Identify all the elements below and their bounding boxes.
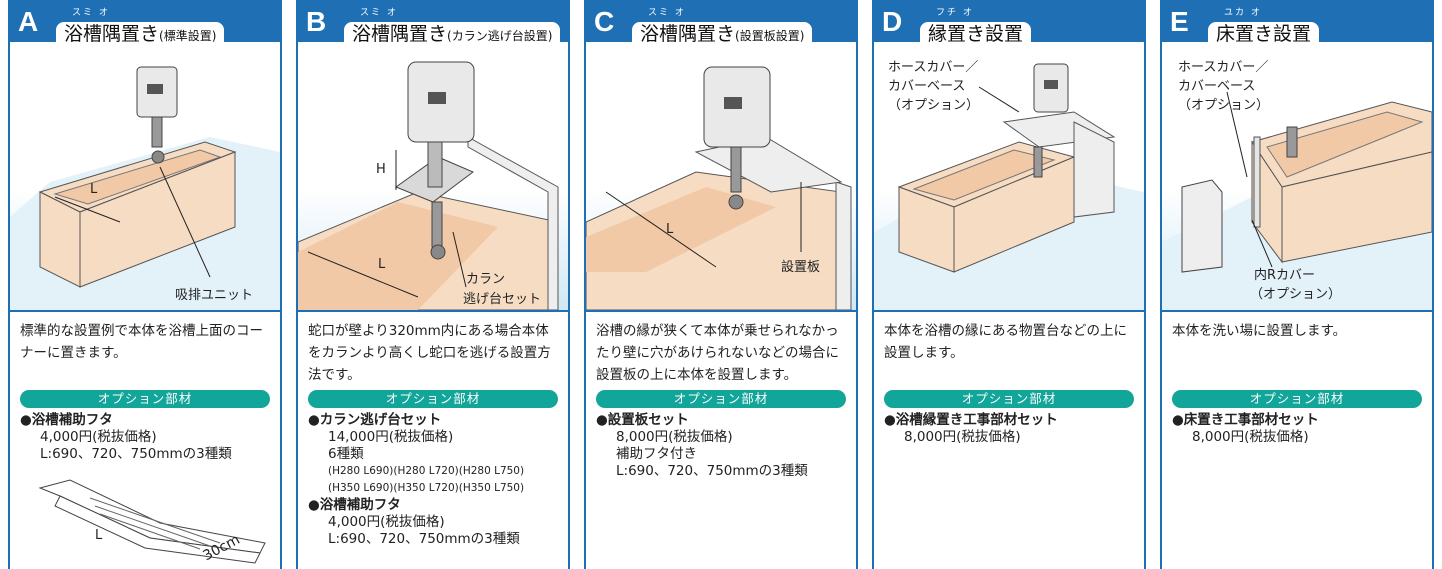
title-main: 縁置き設置 bbox=[928, 23, 1024, 45]
hose-cover-label: カバーベース bbox=[1178, 79, 1256, 94]
option-header: オプション部材 bbox=[20, 390, 270, 408]
option-name: ●設置板セット bbox=[596, 412, 689, 428]
panel-title: 浴槽隅置き(標準設置) bbox=[54, 20, 227, 46]
option-variants: 6種類 bbox=[328, 446, 364, 462]
option-list: ●設置板セット 8,000円(税抜価格) 補助フタ付き L:690、720、75… bbox=[596, 412, 852, 480]
title-main: 浴槽隅置き bbox=[352, 23, 448, 45]
illustration-d: ホースカバー／ カバーベース （オプション） bbox=[874, 42, 1144, 312]
illustration-a: L 吸排ユニット bbox=[10, 42, 280, 312]
option-price: 14,000円(税抜価格) bbox=[328, 429, 454, 445]
panel-a: A スミ オ 浴槽隅置き(標準設置) L 吸排ユニット 標準的な設置例で本体を浴… bbox=[8, 0, 282, 569]
dimension-l-label: L bbox=[90, 182, 98, 197]
hose-cover-label: ホースカバー／ bbox=[888, 60, 979, 75]
board-label: 設置板 bbox=[781, 260, 821, 275]
panel-letter: C bbox=[594, 6, 615, 37]
karan-label: カラン bbox=[466, 272, 506, 287]
bathtub-illustration bbox=[10, 66, 280, 310]
hose-cover-label: カバーベース bbox=[888, 79, 966, 94]
title-ruby: スミ オ bbox=[72, 8, 110, 18]
option-header: オプション部材 bbox=[596, 390, 846, 408]
title-ruby: スミ オ bbox=[648, 8, 686, 18]
panel-header: A スミ オ 浴槽隅置き(標準設置) bbox=[10, 0, 280, 46]
option-name: ●カラン逃げ台セット bbox=[308, 412, 442, 428]
title-main: 浴槽隅置き bbox=[640, 23, 736, 45]
option-header: オプション部材 bbox=[1172, 390, 1422, 408]
option-header: オプション部材 bbox=[884, 390, 1134, 408]
option-name: ●浴槽補助フタ bbox=[308, 497, 401, 513]
lid-l-label: L bbox=[95, 528, 103, 543]
panel-header: D フチ オ 縁置き設置 bbox=[874, 0, 1144, 46]
dimension-h-label: H bbox=[376, 162, 386, 177]
option-name: ●浴槽補助フタ bbox=[20, 412, 113, 428]
panel-title: 浴槽隅置き(カラン逃げ台設置) bbox=[342, 20, 563, 46]
panel-title: 床置き設置 bbox=[1206, 20, 1322, 46]
option-price: 4,000円(税抜価格) bbox=[40, 429, 157, 445]
title-ruby: ユカ オ bbox=[1224, 8, 1262, 18]
panel-header: E ユカ オ 床置き設置 bbox=[1162, 0, 1432, 46]
panel-c: C スミ オ 浴槽隅置き(設置板設置) L 設置板 浴槽の縁が狭くて本体が乗せら… bbox=[584, 0, 858, 569]
bathtub-illustration bbox=[1162, 91, 1432, 310]
bathtub-illustration bbox=[874, 63, 1144, 310]
panel-description: 浴槽の縁が狭くて本体が乗せられなかったり壁に穴があけられないなどの場合に設置板の… bbox=[596, 323, 839, 383]
panel-letter: A bbox=[18, 6, 39, 37]
bathtub-illustration bbox=[298, 61, 559, 310]
panel-title: 縁置き設置 bbox=[918, 20, 1034, 46]
option-list: ●浴槽補助フタ 4,000円(税抜価格) L:690、720、750mmの3種類 bbox=[20, 412, 276, 463]
title-main: 床置き設置 bbox=[1216, 23, 1312, 45]
panel-description: 本体を洗い場に設置します。 bbox=[1172, 323, 1347, 339]
unit-label: 吸排ユニット bbox=[175, 288, 254, 303]
option-price: 8,000円(税抜価格) bbox=[616, 429, 733, 445]
option-price: 8,000円(税抜価格) bbox=[1192, 429, 1309, 445]
panel-description: 本体を浴槽の縁にある物置台などの上に設置します。 bbox=[884, 323, 1127, 361]
option-sizes: L:690、720、750mmの3種類 bbox=[616, 463, 808, 479]
title-ruby: フチ オ bbox=[936, 8, 974, 18]
option-variant-list: (H350 L690)(H350 L720)(H350 L750) bbox=[328, 482, 525, 494]
option-name: ●浴槽縁置き工事部材セット bbox=[884, 412, 1058, 428]
panel-b: B スミ オ 浴槽隅置き(カラン逃げ台設置) H L カラン 逃げ台セット 蛇口… bbox=[296, 0, 570, 569]
option-price: 8,000円(税抜価格) bbox=[904, 429, 1021, 445]
title-suffix: (設置板設置) bbox=[735, 29, 805, 43]
hose-cover-label: （オプション） bbox=[1178, 98, 1270, 113]
illustration-c: L 設置板 bbox=[586, 42, 856, 312]
illustration-e: ホースカバー／ カバーベース （オプション） 内Rカバー （オプション） bbox=[1162, 42, 1432, 312]
panel-letter: E bbox=[1170, 6, 1189, 37]
option-list: ●浴槽縁置き工事部材セット 8,000円(税抜価格) bbox=[884, 412, 1140, 446]
dimension-l-label: L bbox=[666, 222, 674, 237]
bathtub-illustration bbox=[586, 66, 852, 310]
inner-r-cover-label: （オプション） bbox=[1250, 287, 1342, 302]
panel-header: B スミ オ 浴槽隅置き(カラン逃げ台設置) bbox=[298, 0, 568, 46]
option-list: ●カラン逃げ台セット 14,000円(税抜価格) 6種類 (H280 L690)… bbox=[308, 412, 564, 548]
option-name: ●床置き工事部材セット bbox=[1172, 412, 1319, 428]
title-suffix: (標準設置) bbox=[159, 29, 217, 43]
panel-letter: D bbox=[882, 6, 903, 37]
title-ruby: スミ オ bbox=[360, 8, 398, 18]
option-sizes: L:690、720、750mmの3種類 bbox=[40, 446, 232, 462]
option-header: オプション部材 bbox=[308, 390, 558, 408]
panel-e: E ユカ オ 床置き設置 ホースカバー／ カバーベース （オプション） 内Rカバ… bbox=[1160, 0, 1434, 569]
panel-description: 蛇口が壁より320mm内にある場合本体をカランより高くし蛇口を逃げる設置方法です… bbox=[308, 323, 551, 383]
option-variant-list: (H280 L690)(H280 L720)(H280 L750) bbox=[328, 465, 525, 477]
option-sizes: L:690、720、750mmの3種類 bbox=[328, 531, 520, 547]
karan-set-label: 逃げ台セット bbox=[463, 292, 542, 307]
hose-cover-label: ホースカバー／ bbox=[1178, 60, 1269, 75]
panel-letter: B bbox=[306, 6, 327, 37]
option-price: 4,000円(税抜価格) bbox=[328, 514, 445, 530]
title-suffix: (カラン逃げ台設置) bbox=[447, 29, 553, 43]
panel-header: C スミ オ 浴槽隅置き(設置板設置) bbox=[586, 0, 856, 46]
option-note: 補助フタ付き bbox=[616, 446, 697, 462]
panel-description: 標準的な設置例で本体を浴槽上面のコーナーに置きます。 bbox=[20, 323, 263, 361]
lid-illustration bbox=[38, 479, 266, 564]
title-main: 浴槽隅置き bbox=[64, 23, 160, 45]
dimension-l-label: L bbox=[378, 257, 386, 272]
hose-cover-label: （オプション） bbox=[888, 98, 980, 113]
illustration-b: H L カラン 逃げ台セット bbox=[298, 42, 568, 312]
inner-r-cover-label: 内Rカバー bbox=[1254, 268, 1316, 283]
option-list: ●床置き工事部材セット 8,000円(税抜価格) bbox=[1172, 412, 1428, 446]
panel-d: D フチ オ 縁置き設置 ホースカバー／ カバーベース （オプション） 本体を浴… bbox=[872, 0, 1146, 569]
panel-title: 浴槽隅置き(設置板設置) bbox=[630, 20, 815, 46]
